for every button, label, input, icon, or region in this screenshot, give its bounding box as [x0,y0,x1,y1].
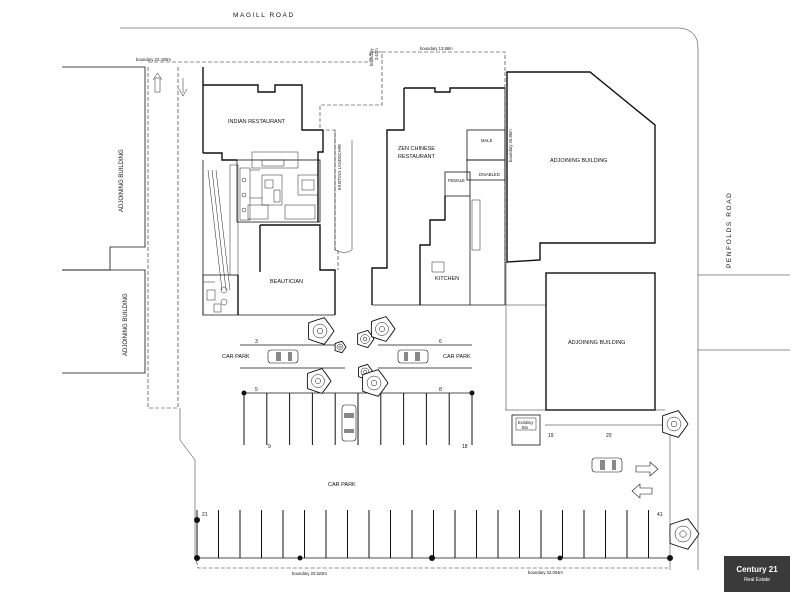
boundary-notch-label-1: boundary [369,48,374,66]
magill-road-label: MAGILL ROAD [233,12,295,19]
indian-kitchen-block [236,151,321,223]
zen-toilets: MALE DISABLED FEMALE [444,129,506,197]
car-icon [267,349,299,364]
direction-arrow-icon [635,461,659,477]
logo-brand: Century 21 [736,565,778,574]
exit-arrow-down-icon [178,78,188,97]
right-car-park-area: CAR PARK 6 8 [378,339,472,393]
existing-landscape-label: EXISTING LANDSCAPE [337,144,342,190]
tree-icon [334,340,347,354]
space-number-3: 3 [255,339,258,345]
existing-bin-enclosure: Existing Bin [511,414,541,446]
adjoining-building-left-top: ADJOINING BUILDING [62,66,146,271]
zen-male-label: MALE [481,138,493,143]
car-park-left-label: CAR PARK [222,354,250,360]
car-icon [341,404,357,442]
car-park-right-label: CAR PARK [443,354,471,360]
parking-bay-row-middle [241,390,475,445]
boundary-bottom-right-label: boundary 32.004m [528,570,563,575]
indian-restaurant: INDIAN RESTAURANT [202,67,324,222]
boundary-right-vertical-label: boundary 26.86m [508,129,513,162]
car-icon [397,349,429,364]
tree-icon [669,518,700,550]
zen-disabled-label: DISABLED [479,172,500,177]
beautician-label: BEAUTICIAN [270,279,303,285]
adjoining-building-right-mid: ADJOINING BUILDING [545,272,656,411]
adjoining-building-left-bottom: ADJOINING BUILDING [62,269,146,374]
bollard-post-icon [241,390,247,396]
site-boundary-bottom [194,554,668,569]
car-park-main-label: CAR PARK [328,482,356,488]
beautician: BEAUTICIAN [237,224,336,316]
boundary-notch-label-2: 3.62m [374,48,379,60]
space-number-20: 20 [606,433,612,439]
zen-restaurant-label-2: RESTAURANT [398,154,436,160]
parking-bay-row-bottom [194,510,673,561]
zen-restaurant-label-1: ZEN CHINESE [398,146,435,152]
direction-arrow-icon [631,483,653,499]
adjoining-right-mid-label: ADJOINING BUILDING [568,340,625,346]
site-boundary-top-right [382,51,506,72]
trees [306,316,700,550]
boundary-bottom-left-label: boundary 20.523m [292,571,327,576]
side-corridor [202,160,239,315]
car-icon [591,457,623,473]
existing-bin-label-1: Existing [518,420,533,425]
site-boundary-left [147,67,179,409]
tree-icon [370,316,396,342]
zen-female-label: FEMALE [448,178,465,183]
bollard-post-icon [469,390,475,396]
existing-bin-label-2: Bin [522,425,529,430]
zen-chinese-restaurant: ZEN CHINESE RESTAURANT [371,87,506,306]
left-car-park-area: CAR PARK 3 5 [222,339,345,393]
tree-icon [308,317,335,345]
adjoining-left-bottom-label: ADJOINING BUILDING [123,293,129,356]
adjoining-right-top-label: ADJOINING BUILDING [550,158,607,164]
space-number-18: 18 [462,444,468,450]
space-number-6: 6 [439,339,442,345]
space-number-19: 19 [548,433,554,439]
indian-restaurant-label: INDIAN RESTAURANT [228,119,286,125]
space-number-8: 8 [439,387,442,393]
toilet-block-left [202,274,239,316]
boundary-top-right-label: boundary 13.58m [420,46,453,51]
entry-arrow-up-icon [152,72,163,93]
space-number-41: 41 [657,512,663,518]
century21-logo: Century 21 Real Estate [724,556,790,592]
tree-icon [662,410,689,438]
tree-icon [306,368,332,394]
space-number-5: 5 [255,387,258,393]
magill-road-edge [120,27,699,570]
zen-kitchen: KITCHEN [419,196,481,305]
tree-icon [362,369,389,397]
zen-kitchen-label: KITCHEN [435,276,459,282]
existing-landscape: EXISTING LANDSCAPE [334,130,353,253]
adjoining-left-top-label: ADJOINING BUILDING [119,149,125,212]
logo-tagline: Real Estate [744,577,770,583]
boundary-top-left-label: boundary 22.428m [136,57,171,62]
space-number-9: 9 [268,444,271,450]
tree-icon [357,329,375,349]
bollard-post-icon [194,517,200,523]
space-number-21: 21 [202,512,208,518]
main-car-park-edge [179,408,196,555]
penfolds-road-label: PENFOLDS ROAD [726,192,733,268]
adjoining-building-right-top: ADJOINING BUILDING [506,71,656,263]
